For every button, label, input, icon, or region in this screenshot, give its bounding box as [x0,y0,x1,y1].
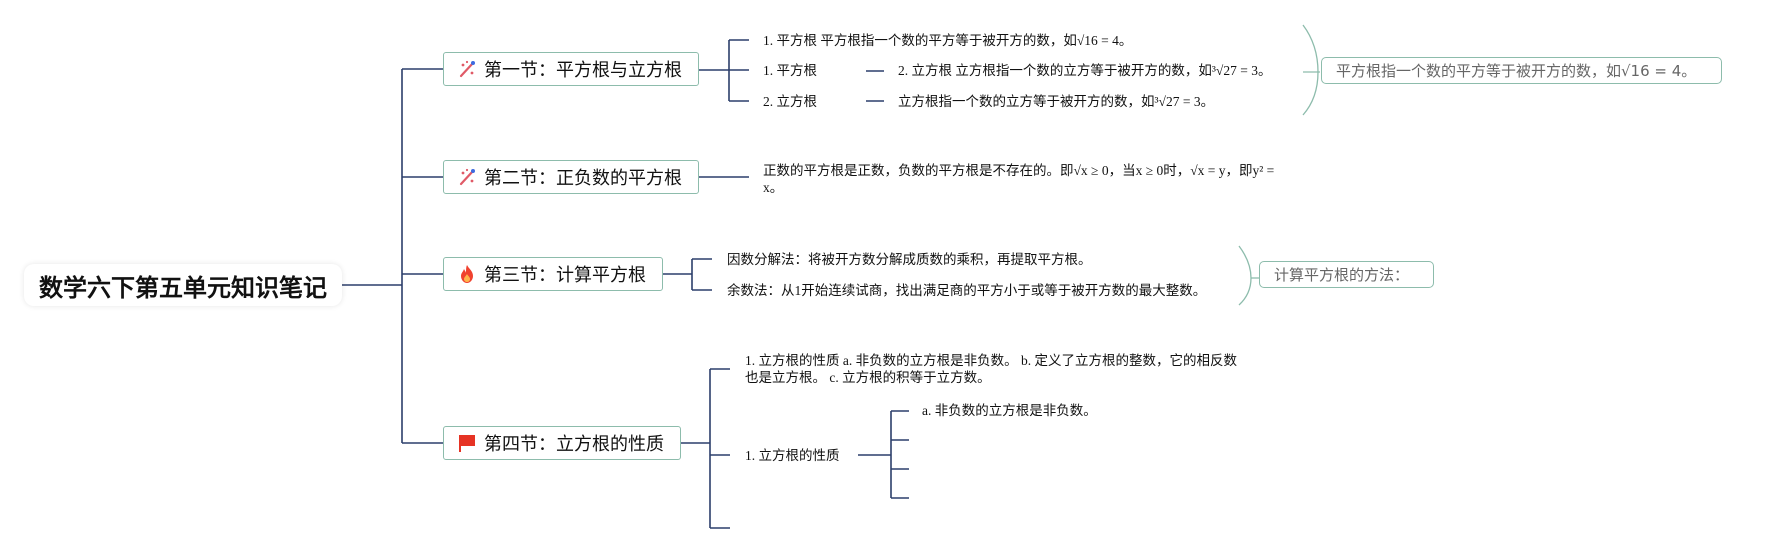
topic-label: 第二节：正负数的平方根 [484,168,682,189]
red-flag-icon [459,435,475,452]
fire-icon [461,265,473,283]
subtopic-text[interactable]: 1. 平方根 平方根指一个数的平方等于被开方的数，如√16 = 4。 [763,33,1133,48]
topic-section-4[interactable]: 第四节：立方根的性质 [443,426,681,460]
topic-section-1[interactable]: 第一节：平方根与立方根 [443,52,699,86]
summary-text: 计算平方根的方法： [1274,266,1410,284]
subtopic-text[interactable]: 立方根指一个数的立方等于被开方的数，如³√27 = 3。 [898,94,1215,109]
summary-box[interactable]: 计算平方根的方法： [1259,261,1434,288]
topic-label: 第一节：平方根与立方根 [484,60,682,81]
topic-label: 第三节：计算平方根 [484,265,646,286]
topic-section-3[interactable]: 第三节：计算平方根 [443,257,663,291]
root-topic[interactable]: 数学六下第五单元知识笔记 [24,264,342,306]
sparkle-icon [459,168,475,186]
subtopic-text[interactable]: 1. 平方根 [763,63,817,78]
topic-section-2[interactable]: 第二节：正负数的平方根 [443,160,699,194]
subtopic-text[interactable]: 因数分解法：将被开方数分解成质数的乘积，再提取平方根。 [727,252,1092,267]
summary-box[interactable]: 平方根指一个数的平方等于被开方的数，如√16 = 4。 [1321,57,1722,84]
topic-label: 第四节：立方根的性质 [484,434,664,455]
subtopic-text[interactable]: 1. 立方根的性质 [745,448,840,463]
root-title: 数学六下第五单元知识笔记 [39,273,327,302]
subtopic-text[interactable]: a. 非负数的立方根是非负数。 [922,403,1097,418]
subtopic-text[interactable]: 2. 立方根 [763,94,817,109]
summary-text: 平方根指一个数的平方等于被开方的数，如√16 = 4。 [1336,62,1697,80]
subtopic-text[interactable]: 1. 立方根的性质 a. 非负数的立方根是非负数。 b. 定义了立方根的整数，它… [745,353,1237,385]
subtopic-text[interactable]: 正数的平方根是正数，负数的平方根是不存在的。即√x ≥ 0，当x ≥ 0时，√x… [763,163,1275,195]
subtopic-text[interactable]: 余数法：从1开始连续试商，找出满足商的平方小于或等于被开方数的最大整数。 [727,283,1207,298]
sparkle-icon [459,60,475,78]
subtopic-text[interactable]: 2. 立方根 立方根指一个数的立方等于被开方的数，如³√27 = 3。 [898,63,1272,78]
